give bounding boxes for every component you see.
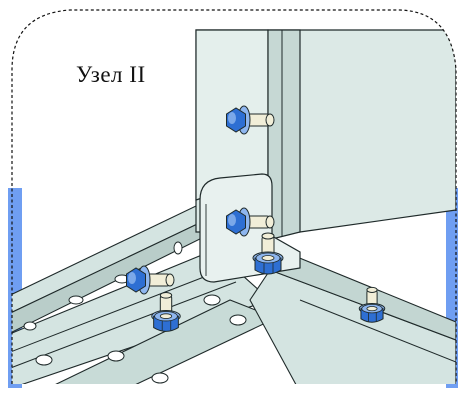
hex-bolt-icon bbox=[226, 207, 275, 237]
hole-icon bbox=[23, 241, 247, 384]
hex-bolt-icon bbox=[151, 291, 181, 332]
hex-bolt-icon bbox=[358, 286, 386, 323]
caption-label: Узел II bbox=[76, 62, 146, 87]
hex-bolt-icon bbox=[252, 232, 284, 275]
hex-bolt-icon bbox=[226, 105, 275, 135]
post-side bbox=[267, 29, 301, 241]
rail-edge bbox=[12, 269, 223, 357]
detail-frame bbox=[11, 9, 457, 384]
rail-edge bbox=[299, 299, 456, 363]
bolts-group bbox=[126, 105, 386, 332]
hex-bolt-icon bbox=[126, 265, 175, 295]
